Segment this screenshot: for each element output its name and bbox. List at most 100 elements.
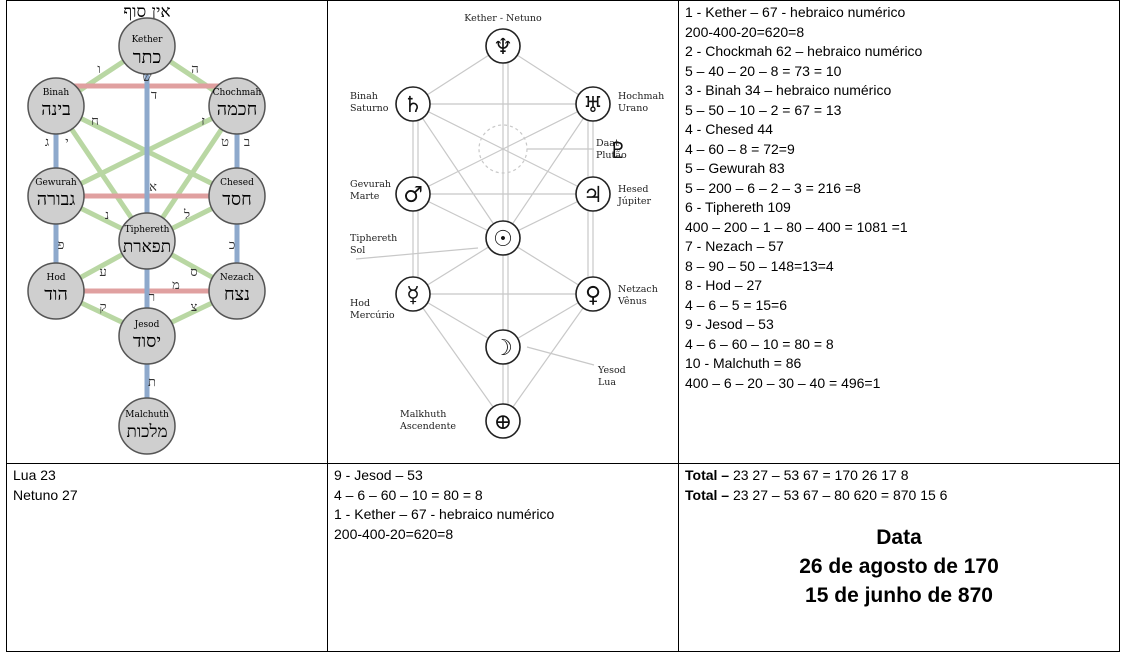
numerology-line: 8 - Hod – 27 — [685, 277, 763, 293]
earth-node — [485, 403, 521, 439]
venus-node — [575, 276, 611, 312]
bottom-middle-cell: 9 - Jesod – 53 4 – 6 – 60 – 10 = 80 = 8 … — [327, 463, 679, 652]
path-letter: ב — [244, 135, 250, 150]
sephira-latin-label: Chochmah — [213, 88, 262, 98]
path-letter: ק — [100, 300, 107, 315]
selected-line: 9 - Jesod – 53 — [334, 467, 423, 483]
sephira-hebrew-label: בינה — [41, 99, 71, 120]
path-letter: ס — [190, 265, 197, 280]
sephira-latin-label: Malchuth — [125, 410, 169, 420]
numerology-list: 1 - Kether – 67 - hebraico numérico 200-… — [679, 1, 1119, 393]
mars-node — [395, 176, 431, 212]
jupiter-icon: ♃ — [583, 183, 603, 208]
total-value: 23 27 – 53 67 – 80 620 = 870 15 6 — [729, 486, 948, 503]
mercury-node — [395, 276, 431, 312]
netzach-planet-label: Vênus — [617, 296, 647, 307]
sephira-gewurah: Gewurah גבורה — [27, 167, 85, 225]
sephira-malchuth: Malchuth מלכות — [118, 397, 176, 455]
planet-value-line: Lua 23 — [13, 467, 56, 483]
daat-label: Daat — [596, 138, 619, 149]
selected-line: 1 - Kether – 67 - hebraico numérico — [334, 506, 555, 522]
mars-icon: ♂ — [403, 183, 423, 208]
yesod-planet-label: Lua — [598, 377, 616, 388]
daat-planet-label: Plutão — [596, 150, 627, 161]
gevurah-planet-label: Marte — [350, 191, 380, 202]
path-letter: צ — [191, 300, 198, 315]
sephira-chesed: Chesed חסד — [208, 167, 266, 225]
numerology-line: 400 – 200 – 1 – 80 – 400 = 1081 =1 — [685, 218, 908, 235]
totals-list: Total – 23 27 – 53 67 = 170 26 17 8 Tota… — [679, 464, 1119, 505]
numerology-line: 3 - Binah 34 – hebraico numérico — [685, 82, 892, 98]
total-line: Total – 23 27 – 53 67 – 80 620 = 870 15 … — [685, 486, 1113, 506]
document-table: ו ה ש ד ח ז י ג ט ב א ל נ כ פ ע ס — [6, 0, 1120, 652]
hesed-label: Hesed — [618, 184, 649, 195]
mercury-icon: ☿ — [406, 283, 420, 308]
sephira-hebrew-label: חכמה — [217, 99, 257, 120]
tiphereth-planet-label: Sol — [350, 245, 365, 256]
numerology-line: 6 - Tiphereth 109 — [685, 199, 791, 215]
sephira-hebrew-label: תפארת — [123, 237, 171, 257]
malkhuth-label: Malkhuth — [400, 409, 446, 420]
sephira-latin-label: Jesod — [134, 320, 160, 330]
date-line: 26 de agosto de 170 — [799, 555, 999, 578]
venus-icon: ♀ — [585, 283, 601, 308]
path-letter: ש — [142, 70, 152, 85]
numerology-line: 200-400-20=620=8 — [685, 23, 805, 40]
path-letter: ה — [191, 62, 198, 77]
total-value: 23 27 – 53 67 = 170 26 17 8 — [729, 467, 909, 483]
bottom-left-cell: Lua 23 Netuno 27 — [6, 463, 328, 652]
tree-of-life-hebrew-diagram: ו ה ש ד ח ז י ג ט ב א ל נ כ פ ע ס — [27, 2, 266, 455]
numerology-line: 10 - Malchuth = 86 — [685, 355, 802, 371]
totals-cell: Total – 23 27 – 53 67 = 170 26 17 8 Tota… — [678, 463, 1120, 652]
sephira-hebrew-label: מלכות — [126, 422, 167, 442]
tiphereth-label: Tiphereth — [350, 233, 397, 244]
earth-icon: ⊕ — [494, 410, 512, 435]
binah-label: Binah — [350, 91, 378, 102]
path-letter: ט — [221, 135, 229, 150]
numerology-line: 5 – 40 – 20 – 8 = 73 = 10 — [685, 62, 842, 79]
neptune-node — [485, 28, 521, 64]
numerology-line: 4 - Chesed 44 — [685, 121, 773, 137]
sephira-latin-label: Kether — [132, 35, 164, 45]
sun-node — [485, 220, 521, 256]
path-letter: ג — [45, 135, 49, 150]
sephira-latin-label: Binah — [43, 88, 70, 98]
kether-label: Kether - Netuno — [464, 13, 542, 24]
sephira-hebrew-label: נצח — [224, 284, 250, 305]
path-letter: ד — [151, 88, 157, 103]
path-letter: א — [149, 180, 157, 195]
selected-line: 4 – 6 – 60 – 10 = 80 = 8 — [334, 486, 483, 503]
sephira-hod: Hod הוד — [27, 262, 85, 320]
sephira-chochmah: Chochmah חכמה — [208, 77, 266, 135]
numerology-line: 9 - Jesod – 53 — [685, 316, 774, 332]
sephira-latin-label: Chesed — [220, 178, 254, 188]
malkhuth-planet-label: Ascendente — [399, 421, 456, 432]
moon-icon: ☽ — [493, 336, 513, 361]
saturn-node — [395, 86, 431, 122]
saturn-icon: ♄ — [403, 93, 423, 118]
sephira-jesod: Jesod יסוד — [118, 307, 176, 365]
path-letter: ר — [149, 290, 155, 305]
selected-line: 200-400-20=620=8 — [334, 525, 454, 542]
pluto-icon: ♇ — [608, 139, 628, 164]
path-letter: ע — [99, 265, 106, 280]
sephira-latin-label: Nezach — [220, 273, 254, 283]
ein-sof-label: אין סוף — [123, 2, 170, 22]
sephira-nezach: Nezach נצח — [208, 262, 266, 320]
total-label: Total – — [685, 467, 730, 483]
sephira-tiphereth: Tiphereth תפארת — [118, 212, 176, 270]
planet-value-line: Netuno 27 — [13, 486, 78, 503]
date-line: 15 de junho de 870 — [805, 584, 993, 607]
hod-label: Hod — [350, 298, 370, 309]
numerology-cell: 1 - Kether – 67 - hebraico numérico 200-… — [678, 0, 1120, 464]
sephira-latin-label: Hod — [46, 273, 65, 283]
planet-values-list: Lua 23 Netuno 27 — [7, 464, 327, 505]
selected-sephirot-list: 9 - Jesod – 53 4 – 6 – 60 – 10 = 80 = 8 … — [328, 464, 678, 544]
gevurah-label: Gevurah — [350, 179, 391, 190]
path-letter: פ — [58, 238, 65, 253]
tree-of-life-planets-diagram: ♆ ♄ ♅ ♂ ♃ ☉ ☿ ♀ ☽ ⊕ ♇ Kether - Netuno Bi… — [350, 13, 664, 439]
path-letter: ו — [97, 62, 100, 77]
uranus-node — [575, 86, 611, 122]
sephira-hebrew-label: כתר — [133, 47, 162, 68]
total-label: Total – — [685, 486, 730, 503]
